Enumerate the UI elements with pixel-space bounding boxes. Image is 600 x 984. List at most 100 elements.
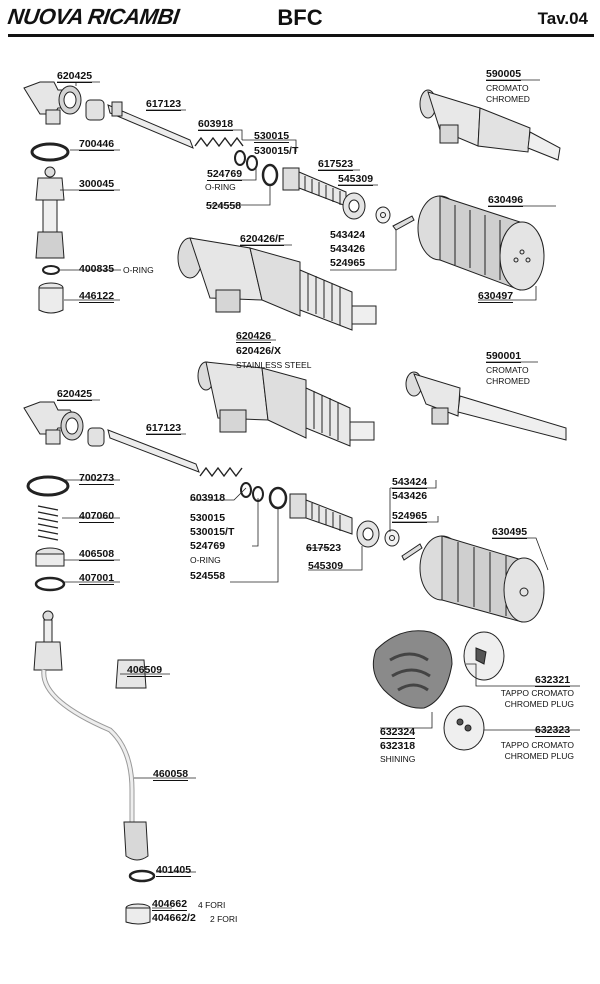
oring-400835 bbox=[42, 265, 60, 275]
label-404662-2: 404662/2 bbox=[152, 912, 196, 924]
note-2fori: 2 FORI bbox=[210, 914, 238, 924]
note-oring-400835: O-RING bbox=[123, 265, 154, 275]
spring-407060 bbox=[37, 505, 59, 541]
note-cromato-590005: CROMATO bbox=[486, 83, 529, 93]
label-524965-top: 524965 bbox=[330, 257, 366, 269]
note-plug-632323: CHROMED PLUG bbox=[504, 751, 574, 761]
label-407060: 407060 bbox=[79, 510, 115, 523]
spring-603918-top bbox=[194, 136, 244, 148]
plug-632323 bbox=[443, 705, 485, 751]
washer-407001 bbox=[34, 576, 66, 592]
header-rule bbox=[8, 34, 594, 37]
knob-630495 bbox=[419, 535, 545, 623]
label-617523-top: 617523 bbox=[318, 158, 354, 171]
label-620426: 620426 bbox=[236, 330, 272, 343]
label-630496: 630496 bbox=[488, 194, 524, 207]
label-590005: 590005 bbox=[486, 68, 522, 81]
nut-545309-bottom bbox=[356, 520, 380, 548]
valve-620426 bbox=[197, 361, 375, 447]
label-446122: 446122 bbox=[79, 290, 115, 303]
note-shining: SHINING bbox=[380, 754, 416, 764]
label-543424-top: 543424 bbox=[330, 229, 366, 241]
label-406508: 406508 bbox=[79, 548, 115, 561]
label-524558-bottom: 524558 bbox=[190, 570, 226, 582]
label-406509: 406509 bbox=[127, 664, 163, 677]
pin-524965-bottom bbox=[401, 543, 423, 561]
label-603918-bottom: 603918 bbox=[190, 492, 226, 504]
label-700446: 700446 bbox=[79, 138, 115, 151]
label-530015-top: 530015 bbox=[254, 130, 290, 143]
label-545309-top: 545309 bbox=[338, 173, 374, 186]
valve-590005 bbox=[419, 89, 561, 161]
label-530015-bottom: 530015 bbox=[190, 512, 226, 524]
label-524769-bottom: 524769 bbox=[190, 540, 226, 552]
label-620426X: 620426/X bbox=[236, 345, 281, 357]
note-4fori: 4 FORI bbox=[198, 900, 226, 910]
rings-530015-bottom bbox=[240, 482, 264, 502]
page-header: NUOVA RICAMBI BFC Tav.04 bbox=[0, 0, 600, 38]
cylinder-small-top bbox=[85, 99, 105, 121]
cap-446122 bbox=[38, 282, 64, 314]
oring-700273 bbox=[26, 475, 70, 497]
valve-590001 bbox=[405, 371, 567, 441]
nut-545309-top bbox=[342, 192, 366, 220]
label-632321: 632321 bbox=[535, 674, 571, 687]
spring-603918-bottom bbox=[199, 466, 243, 478]
model-title: BFC bbox=[277, 5, 323, 30]
label-632323: 632323 bbox=[535, 724, 571, 737]
note-stainless: STAINLESS STEEL bbox=[236, 360, 312, 370]
label-543426-top: 543426 bbox=[330, 243, 366, 255]
oring-401405 bbox=[128, 869, 156, 883]
plug-632321 bbox=[463, 631, 505, 681]
label-620425-top: 620425 bbox=[57, 70, 93, 83]
note-chromed-590001: CHROMED bbox=[486, 376, 530, 386]
label-524965-bottom: 524965 bbox=[392, 510, 428, 523]
label-603918-top: 603918 bbox=[198, 118, 234, 131]
label-545309-bottom: 545309 bbox=[308, 560, 344, 572]
label-632324: 632324 bbox=[380, 726, 416, 739]
label-630497: 630497 bbox=[478, 290, 514, 303]
seat-406508 bbox=[35, 547, 65, 567]
label-300045: 300045 bbox=[79, 178, 115, 191]
label-400835: 400835 bbox=[79, 263, 115, 275]
washer-524558-bottom bbox=[268, 486, 288, 510]
knob-630496 bbox=[417, 195, 545, 291]
note-chromed-590005: CHROMED bbox=[486, 94, 530, 104]
pin-524965-top bbox=[392, 215, 415, 231]
valve-body-620425-bottom bbox=[23, 401, 84, 445]
note-oring-top: O-RING bbox=[205, 182, 236, 192]
label-617123-bottom: 617123 bbox=[146, 422, 182, 435]
oring-700446 bbox=[30, 142, 70, 162]
label-404662: 404662 bbox=[152, 898, 188, 911]
cap-404662 bbox=[125, 903, 151, 925]
washer-543424-top bbox=[375, 206, 391, 224]
label-524769-top: 524769 bbox=[207, 168, 243, 181]
rod-617123-bottom bbox=[107, 429, 200, 473]
label-620425-bottom: 620425 bbox=[57, 388, 93, 401]
note-oring-bottom: O-RING bbox=[190, 555, 221, 565]
cylinder-small-bottom bbox=[87, 427, 105, 447]
label-700273: 700273 bbox=[79, 472, 115, 485]
valve-620426F bbox=[177, 237, 377, 331]
note-tappo-632321: TAPPO CROMATO bbox=[500, 688, 574, 698]
label-617123-top: 617123 bbox=[146, 98, 182, 111]
cover-632324 bbox=[372, 630, 453, 709]
label-632318: 632318 bbox=[380, 740, 416, 752]
note-cromato-590001: CROMATO bbox=[486, 365, 529, 375]
rings-530015-top bbox=[234, 150, 258, 171]
label-407001: 407001 bbox=[79, 572, 115, 585]
page-number: Tav.04 bbox=[537, 9, 588, 28]
label-401405: 401405 bbox=[156, 864, 192, 877]
label-524558-top: 524558 bbox=[206, 200, 242, 212]
washer-543424-bottom bbox=[384, 529, 400, 547]
note-tappo-632323: TAPPO CROMATO bbox=[500, 740, 574, 750]
rod-617123-top bbox=[107, 101, 194, 149]
threaded-617523-bottom bbox=[289, 493, 353, 535]
label-530015T-bottom: 530015/T bbox=[190, 526, 235, 538]
label-543424-bottom: 543424 bbox=[392, 476, 428, 489]
label-590001: 590001 bbox=[486, 350, 522, 363]
label-620426F: 620426/F bbox=[240, 233, 285, 246]
label-617523-bottom: 617523 bbox=[306, 542, 342, 554]
label-543426-bottom: 543426 bbox=[392, 490, 428, 502]
